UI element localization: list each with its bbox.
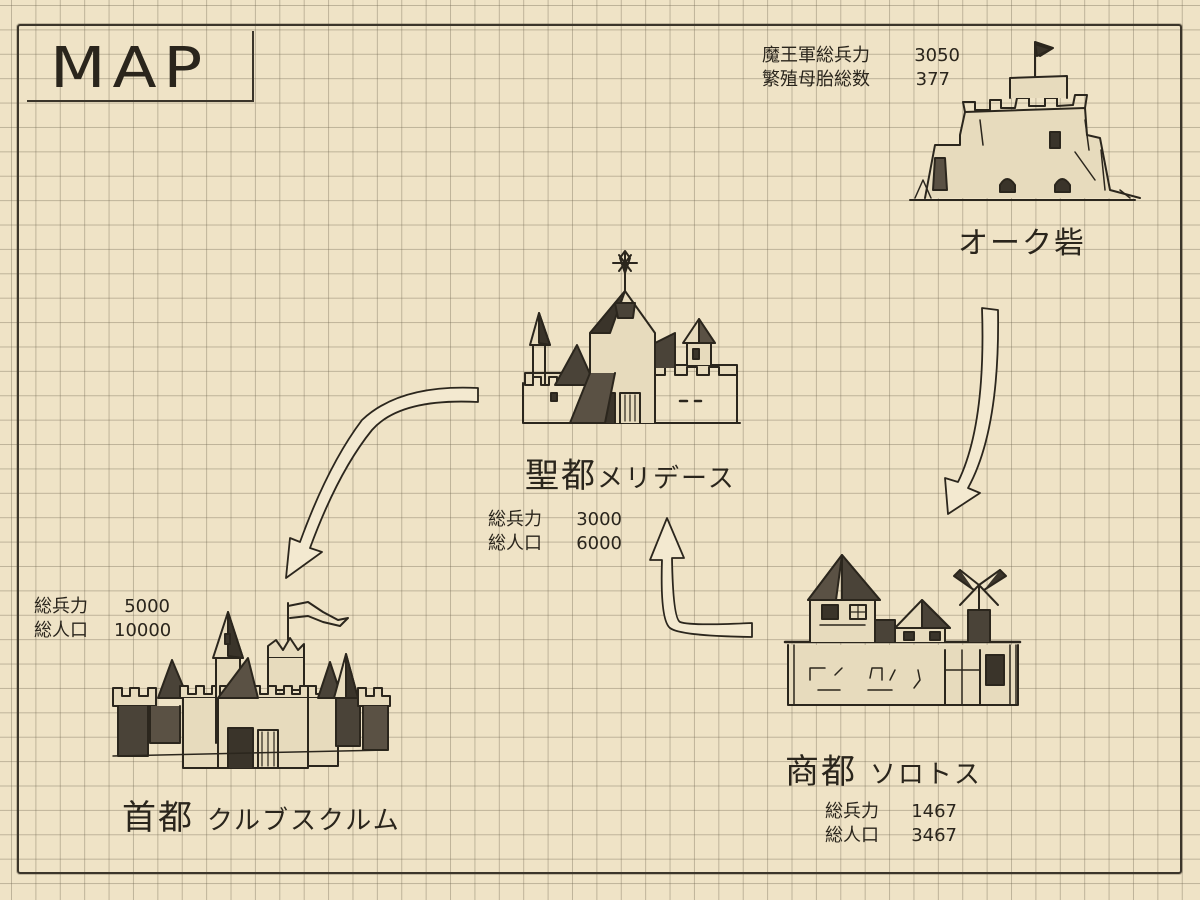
breeding-count-label: 繁殖母胎総数 [762,69,870,90]
merchant-troops-label: 総兵力 [825,801,879,822]
capital-troops-value: 5000 [124,596,170,617]
capital-population-value: 10000 [114,620,172,641]
demon-army-troops-label: 魔王軍総兵力 [762,45,870,66]
capital-population-label: 総人口 [34,620,88,641]
breeding-count-value: 377 [915,69,950,90]
merchant-population-label: 総人口 [825,825,879,846]
capital-label: クルブスクルム [206,806,401,836]
capital-city-name: 首都 クルブスクルム [122,790,401,839]
map-title: MAP [50,36,210,101]
demon-army-troops-value: 3050 [914,45,960,66]
holy-city-troops-value: 3000 [576,509,622,530]
map-frame [17,24,1182,874]
capital-stats: 総兵力 5000 総人口 10000 [34,595,172,643]
demon-army-stats: 魔王軍総兵力 3050 繁殖母胎総数 377 [762,44,960,92]
map-title-box [27,31,254,102]
holy-city-population-value: 6000 [576,533,622,554]
route-arrow-orc-to-merchant [944,307,1000,515]
holy-city-troops-label: 総兵力 [488,509,542,530]
capital-troops-label: 総兵力 [34,596,88,617]
merchant-city-name: 商都 ソロトス [785,744,982,793]
orc-fortress-name: オーク砦 [958,226,1086,261]
route-arrow-holy-to-capital [285,386,479,579]
capital-prefix: 首都 [122,798,194,838]
merchant-prefix: 商都 [785,752,857,792]
merchant-city-stats: 総兵力 1467 総人口 3467 [825,800,957,848]
merchant-town-icon[interactable] [780,550,1025,720]
holy-city-castle-icon[interactable] [515,243,745,428]
orc-fortress-icon[interactable] [905,40,1150,210]
route-arrow-merchant-to-holy [649,517,753,638]
merchant-population-value: 3467 [911,825,957,846]
holy-city-label: メリデース [597,464,736,494]
holy-city-name: 聖都メリデース [525,448,736,497]
holy-city-stats: 総兵力 3000 総人口 6000 [488,508,622,556]
merchant-label: ソロトス [869,760,982,790]
merchant-troops-value: 1467 [911,801,957,822]
holy-city-population-label: 総人口 [488,533,542,554]
capital-castle-icon[interactable] [108,598,393,773]
holy-city-prefix: 聖都 [525,456,597,496]
